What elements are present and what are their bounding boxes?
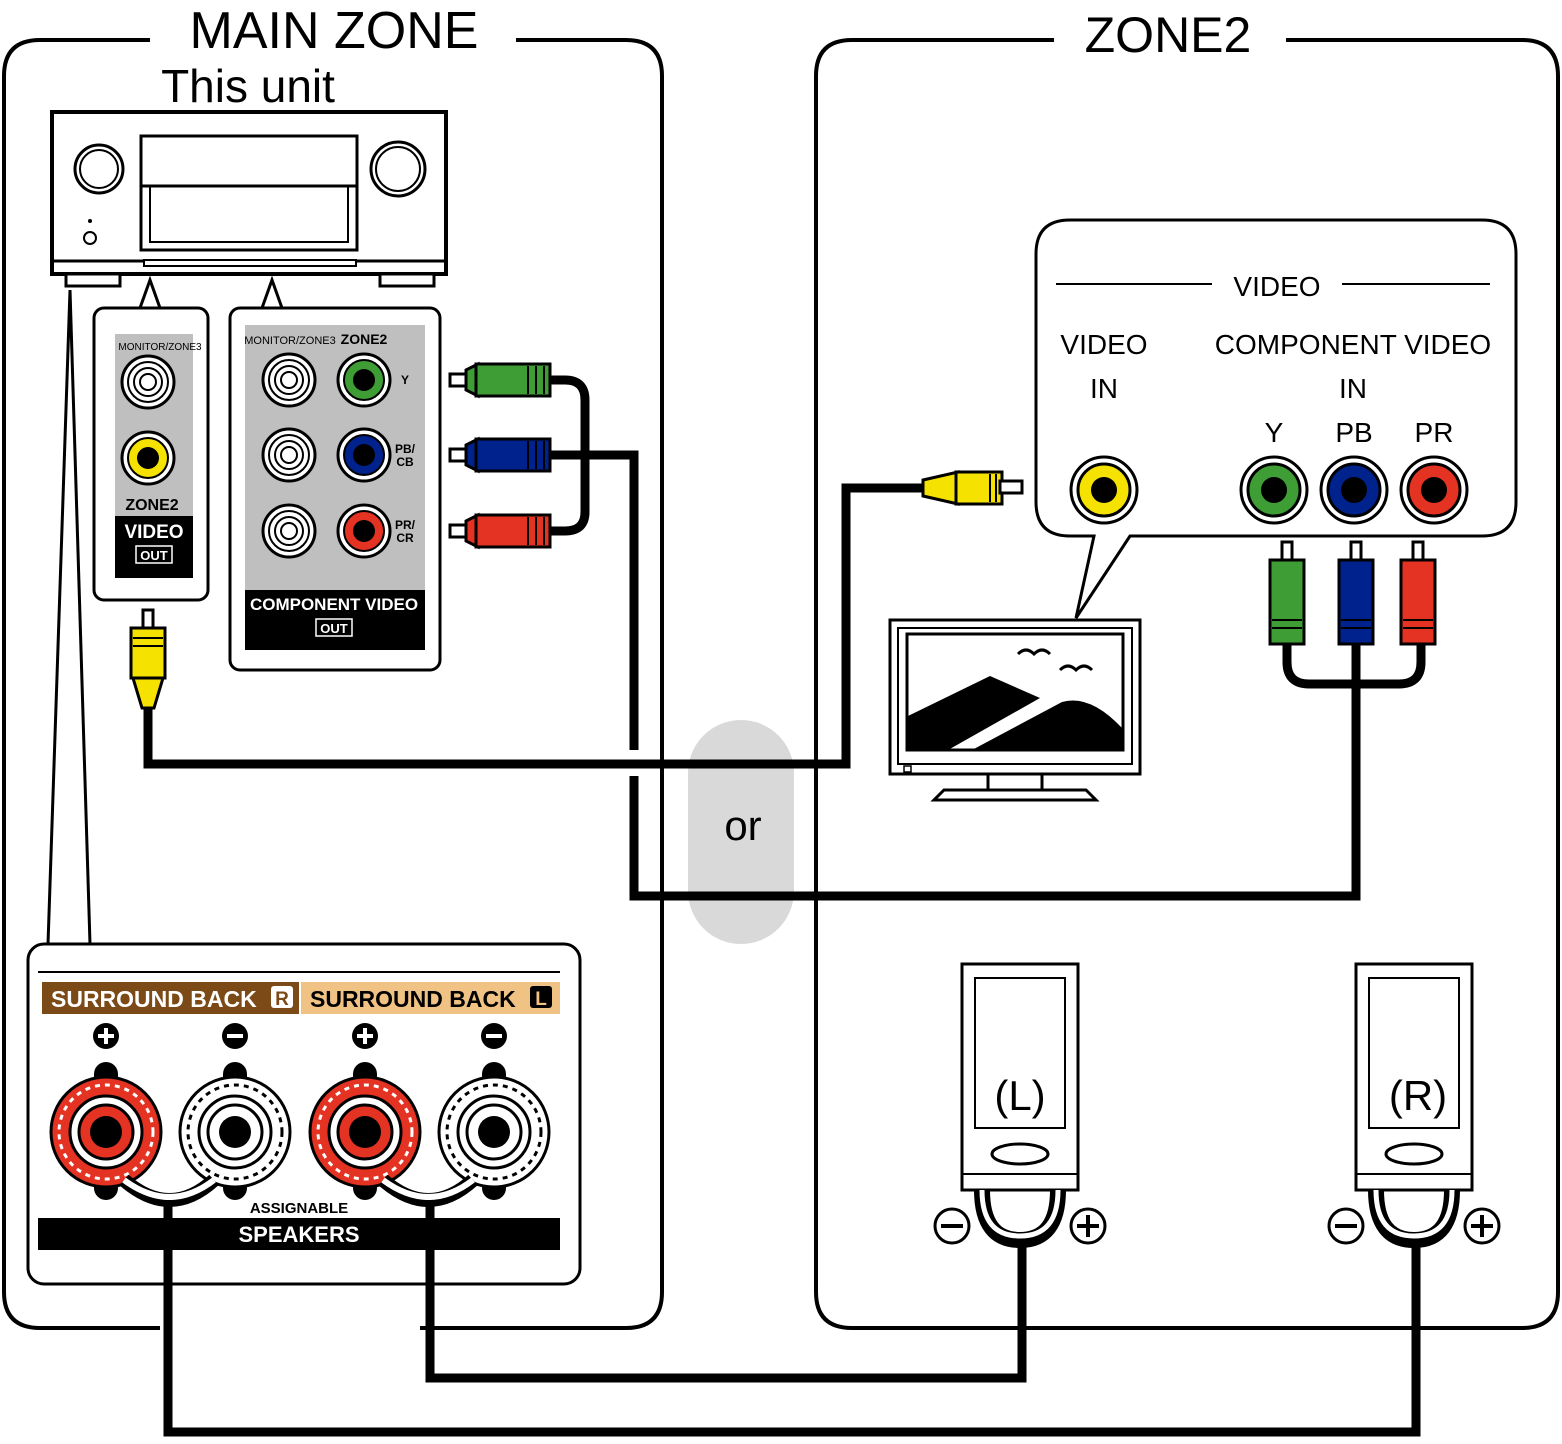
component-out-bottom-label: COMPONENT VIDEO	[250, 595, 418, 614]
terminal-r-plus	[49, 1062, 163, 1200]
terminal-l-plus	[308, 1062, 422, 1200]
surround-back-r-badge: R	[275, 989, 289, 1010]
red-plug	[448, 512, 552, 550]
tv-pr-in-jack	[1399, 455, 1469, 525]
green-plug	[1268, 540, 1306, 646]
surround-back-l-label: SURROUND BACK	[310, 986, 516, 1012]
plus-icon	[352, 1023, 378, 1049]
tv-video-section-label: VIDEO	[1233, 271, 1320, 302]
knob-icon	[369, 140, 427, 198]
tv-pb-label: PB	[1335, 417, 1372, 448]
component-cb-label: CB	[396, 455, 414, 469]
or-separator: or	[688, 720, 794, 944]
minus-icon	[933, 1207, 971, 1245]
blue-plug	[448, 436, 552, 474]
plus-icon	[1463, 1207, 1501, 1245]
video-out-top-label: MONITOR/ZONE3	[118, 342, 202, 353]
zone2-pr-out-jack	[336, 503, 392, 559]
component-cr-label: CR	[396, 531, 414, 545]
monitor-component-jack	[261, 427, 317, 483]
tv-video-in-jack	[1069, 455, 1139, 525]
knob-icon	[73, 143, 125, 195]
component-out-out-label: OUT	[320, 621, 348, 636]
receiver-display	[139, 134, 359, 252]
component-out-left-label: MONITOR/ZONE3	[244, 335, 335, 347]
main-zone-title: MAIN ZONE	[190, 2, 479, 60]
speaker-right-label: (R)	[1389, 1072, 1447, 1119]
speaker-cables	[163, 1200, 1421, 1437]
speaker-left-label: (L)	[994, 1072, 1045, 1119]
tv-video-in-label-in: IN	[1090, 373, 1118, 404]
surround-back-l-badge: L	[535, 989, 547, 1010]
video-out-out-label: OUT	[140, 548, 168, 563]
speaker-right: (R)	[1327, 962, 1501, 1249]
tv-icon	[888, 618, 1142, 802]
video-out-zone2-label: ZONE2	[125, 497, 178, 514]
zone2-y-out-jack	[336, 352, 392, 408]
tv-input-panel: VIDEO VIDEO IN COMPONENT VIDEO IN Y PB P…	[1034, 218, 1518, 619]
monitor-video-jack	[120, 354, 176, 410]
assignable-label: ASSIGNABLE	[250, 1200, 348, 1217]
zone2-video-out-jack	[120, 430, 176, 486]
tv-pb-in-jack	[1319, 455, 1389, 525]
surround-back-r-label: SURROUND BACK	[51, 986, 257, 1012]
tv-component-in-label-in: IN	[1339, 373, 1367, 404]
monitor-component-jack	[261, 352, 317, 408]
plus-icon	[93, 1023, 119, 1049]
component-out-right-label: ZONE2	[341, 331, 388, 347]
component-video-cable	[448, 361, 1437, 901]
zone2-frame: ZONE2	[814, 7, 1560, 1330]
speaker-left: (L)	[933, 962, 1107, 1249]
component-pb-label: PB/	[395, 442, 416, 456]
zone2-title: ZONE2	[1085, 7, 1252, 63]
component-y-label: Y	[401, 373, 409, 387]
tv-y-label: Y	[1265, 417, 1284, 448]
power-button-icon	[83, 231, 97, 245]
speakers-label: SPEAKERS	[238, 1222, 359, 1247]
video-out-panel: MONITOR/ZONE3 ZONE2 VIDEO OUT	[92, 275, 210, 602]
tv-pr-label: PR	[1415, 417, 1454, 448]
composite-video-cable	[129, 470, 1024, 769]
minus-icon	[1327, 1207, 1365, 1245]
terminal-l-minus	[437, 1062, 551, 1200]
blue-plug	[1337, 540, 1375, 646]
plus-icon	[1069, 1207, 1107, 1245]
tv-component-in-label: COMPONENT VIDEO	[1215, 329, 1491, 360]
green-plug	[448, 361, 552, 399]
terminal-r-minus	[178, 1062, 292, 1200]
red-plug	[1399, 540, 1437, 646]
av-receiver: This unit	[50, 60, 448, 288]
zone2-pb-out-jack	[336, 427, 392, 483]
or-label: or	[724, 802, 761, 849]
video-out-video-label: VIDEO	[124, 522, 183, 543]
monitor-component-jack	[261, 503, 317, 559]
this-unit-label: This unit	[161, 60, 335, 112]
component-out-panel: MONITOR/ZONE3 ZONE2	[228, 275, 442, 672]
component-pr-label: PR/	[395, 518, 416, 532]
tv-video-in-label: VIDEO	[1060, 329, 1147, 360]
speaker-terminal-panel: SURROUND BACK R SURROUND BACK L	[26, 942, 582, 1286]
main-zone-frame: MAIN ZONE	[2, 2, 664, 1330]
tv-y-in-jack	[1239, 455, 1309, 525]
minus-icon	[481, 1023, 507, 1049]
minus-icon	[222, 1023, 248, 1049]
